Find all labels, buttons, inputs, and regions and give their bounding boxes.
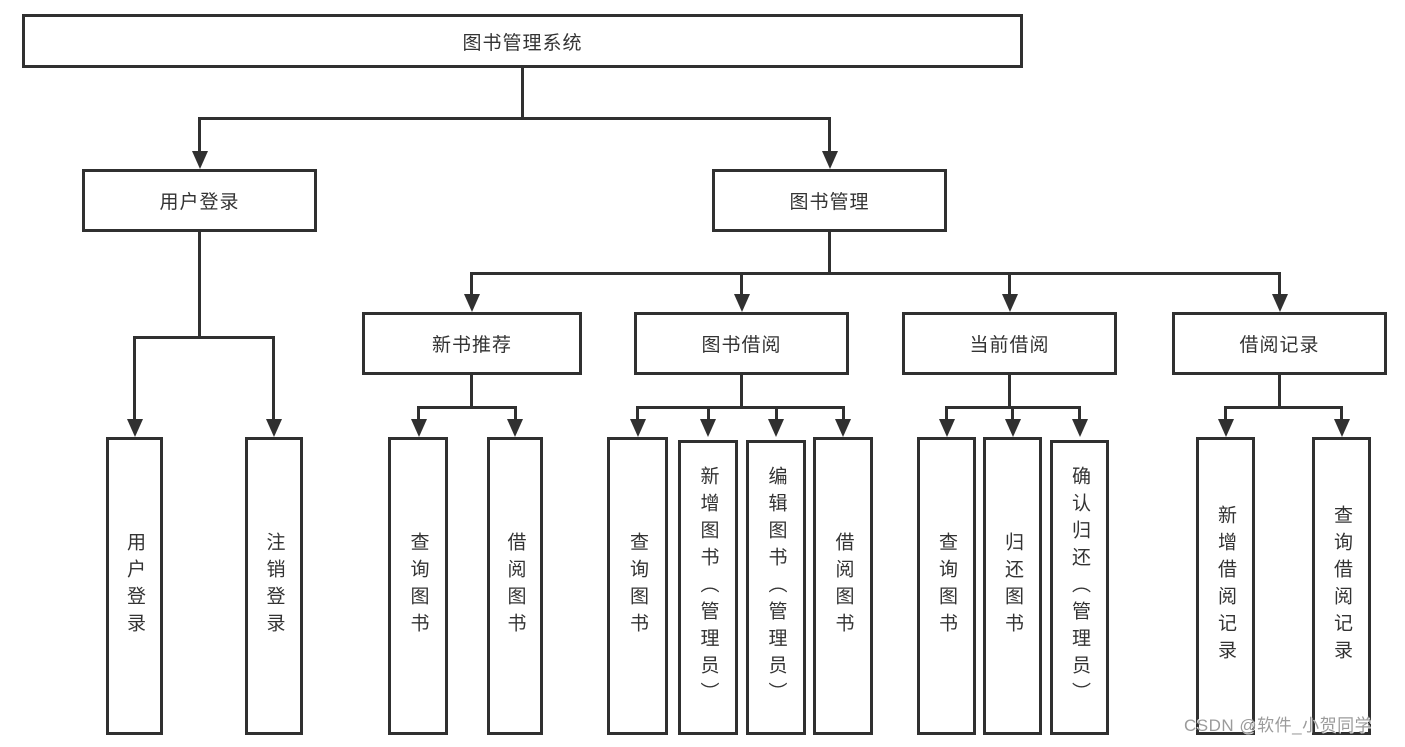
connector-line	[198, 117, 201, 153]
node-label: 查询图书	[627, 532, 648, 640]
connector-line	[1278, 272, 1281, 295]
arrowhead-icon	[1072, 419, 1088, 437]
arrowhead-icon	[507, 419, 523, 437]
connector-line	[1008, 375, 1011, 406]
connector-line	[417, 406, 517, 409]
node-label: 用户登录	[124, 532, 145, 640]
arrowhead-icon	[700, 419, 716, 437]
leaf-current-query-books: 查询图书	[917, 437, 976, 735]
arrowhead-icon	[411, 419, 427, 437]
leaf-add-borrow-record: 新增借阅记录	[1196, 437, 1255, 735]
node-label: 用户登录	[159, 192, 240, 213]
node-current-borrowing: 当前借阅	[902, 312, 1117, 375]
node-label: 查询借阅记录	[1331, 505, 1352, 667]
arrowhead-icon	[1005, 419, 1021, 437]
node-label: 图书管理系统	[462, 32, 583, 54]
leaf-borrowing-query-books: 查询图书	[607, 437, 668, 735]
csdn-watermark: CSDN @软件_小贺同学	[1184, 716, 1373, 735]
node-label: 借阅记录	[1239, 335, 1320, 356]
connector-line	[1078, 406, 1081, 420]
arrowhead-icon	[1334, 419, 1350, 437]
node-label: 注销登录	[263, 532, 285, 640]
node-borrowing-records: 借阅记录	[1172, 312, 1387, 375]
leaf-edit-books-admin: 编辑图书（管理员）	[746, 440, 806, 735]
arrowhead-icon	[835, 419, 851, 437]
connector-line	[636, 406, 639, 420]
connector-line	[828, 232, 831, 272]
connector-line	[775, 406, 778, 420]
connector-line	[470, 272, 1281, 275]
leaf-confirm-return-admin: 确认归还（管理员）	[1050, 440, 1109, 735]
arrowhead-icon	[1002, 294, 1018, 312]
arrowhead-icon	[1218, 419, 1234, 437]
arrowhead-icon	[822, 151, 838, 169]
leaf-query-borrow-record: 查询借阅记录	[1312, 437, 1371, 735]
arrowhead-icon	[464, 294, 480, 312]
node-new-book-recommendation: 新书推荐	[362, 312, 582, 375]
connector-line	[707, 406, 710, 420]
connector-line	[1224, 406, 1227, 420]
connector-line	[1008, 272, 1011, 295]
connector-line	[198, 232, 201, 336]
node-label: 图书借阅	[701, 335, 782, 356]
connector-line	[740, 375, 743, 406]
connector-line	[1340, 406, 1343, 420]
connector-line	[417, 406, 420, 420]
connector-line	[945, 406, 948, 420]
arrowhead-icon	[768, 419, 784, 437]
connector-line	[514, 406, 517, 420]
connector-line	[636, 406, 845, 409]
leaf-logout: 注销登录	[245, 437, 303, 735]
node-label: 查询图书	[936, 532, 957, 640]
node-label: 归还图书	[1002, 532, 1023, 640]
node-library-management-system: 图书管理系统	[22, 14, 1023, 68]
node-label: 借阅图书	[832, 532, 854, 640]
connector-line	[1011, 406, 1014, 420]
connector-line	[133, 336, 136, 420]
leaf-recommend-query-books: 查询图书	[388, 437, 448, 735]
leaf-return-books: 归还图书	[983, 437, 1042, 735]
leaf-add-books-admin: 新增图书（管理员）	[678, 440, 738, 735]
connector-line	[198, 117, 831, 120]
node-book-borrowing: 图书借阅	[634, 312, 849, 375]
node-label: 新增图书（管理员）	[697, 466, 719, 709]
connector-line	[828, 117, 831, 153]
node-label: 图书管理	[789, 192, 870, 213]
leaf-borrowing-borrow-books: 借阅图书	[813, 437, 873, 735]
connector-line	[521, 68, 524, 117]
connector-line	[470, 375, 473, 406]
connector-line	[1224, 406, 1343, 409]
connector-line	[133, 336, 275, 339]
connector-line	[272, 336, 275, 420]
node-label: 借阅图书	[504, 532, 526, 640]
leaf-user-login: 用户登录	[106, 437, 163, 735]
node-label: 查询图书	[407, 532, 429, 640]
arrowhead-icon	[192, 151, 208, 169]
connector-line	[470, 272, 473, 295]
arrowhead-icon	[127, 419, 143, 437]
node-label: 新增借阅记录	[1215, 505, 1236, 667]
node-label: 当前借阅	[969, 335, 1050, 356]
arrowhead-icon	[266, 419, 282, 437]
connector-line	[842, 406, 845, 420]
arrowhead-icon	[630, 419, 646, 437]
leaf-recommend-borrow-books: 借阅图书	[487, 437, 543, 735]
node-user-login: 用户登录	[82, 169, 317, 232]
connector-line	[740, 272, 743, 295]
connector-line	[1278, 375, 1281, 406]
node-book-management: 图书管理	[712, 169, 947, 232]
node-label: 新书推荐	[431, 335, 512, 356]
arrowhead-icon	[939, 419, 955, 437]
node-label: 确认归还（管理员）	[1069, 466, 1090, 709]
node-label: 编辑图书（管理员）	[765, 466, 787, 709]
arrowhead-icon	[1272, 294, 1288, 312]
arrowhead-icon	[734, 294, 750, 312]
